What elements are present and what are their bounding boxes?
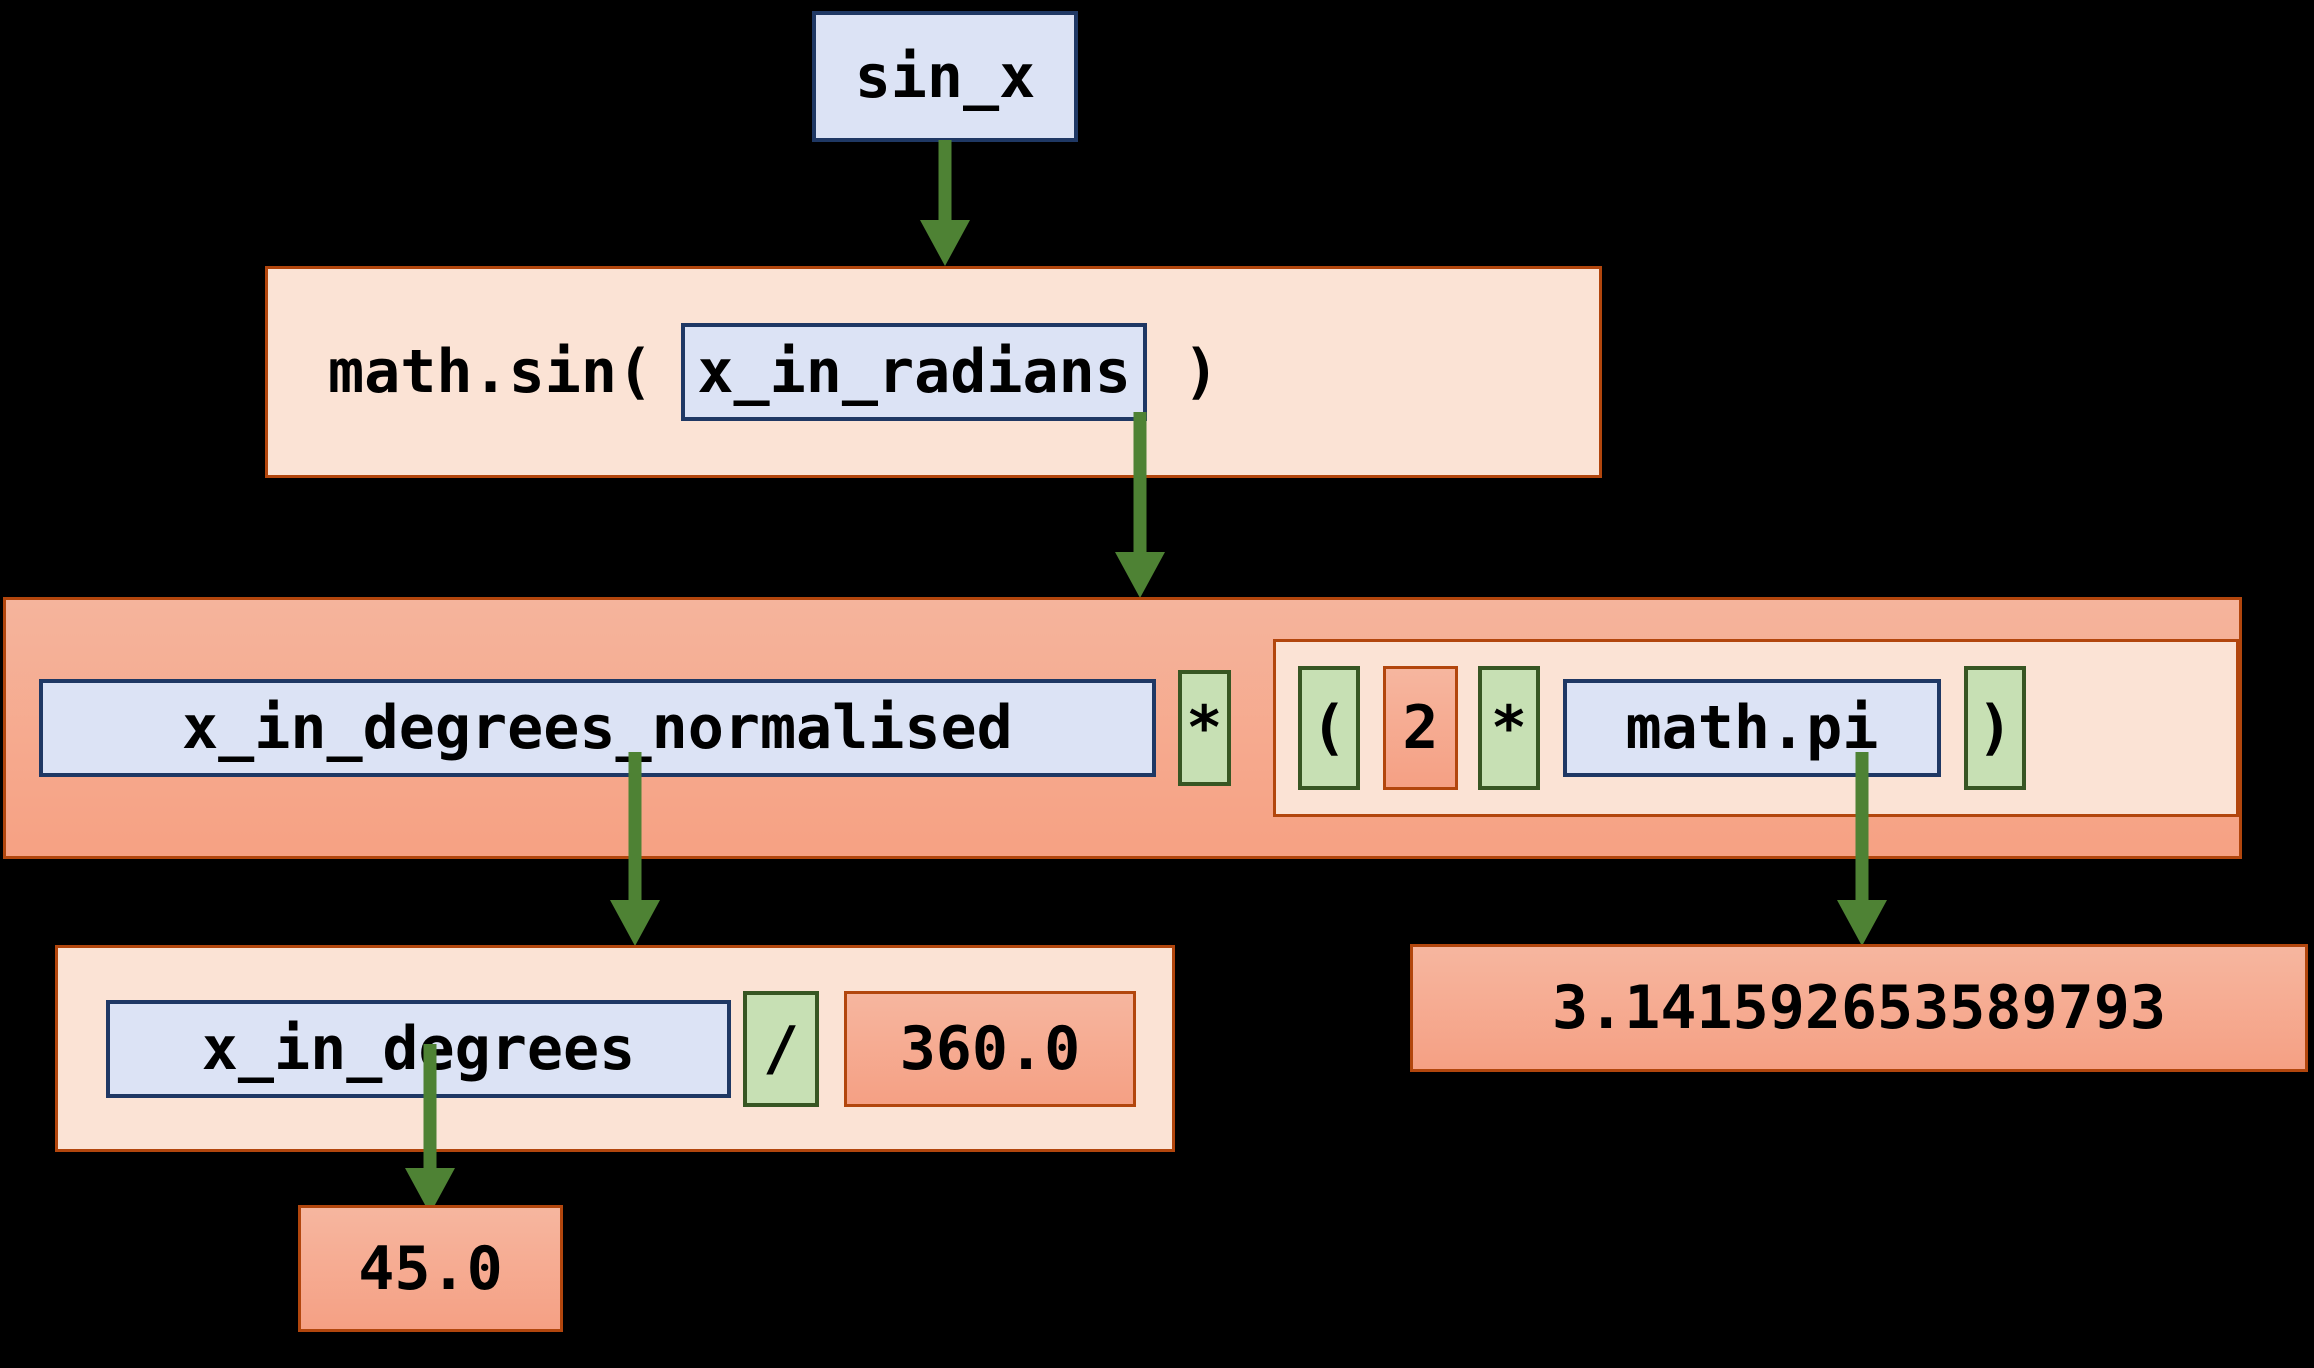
node-sin-x[interactable]: sin_x bbox=[812, 11, 1078, 142]
edge-degrees-to-value bbox=[390, 1044, 470, 1216]
edge-normalised-to-division bbox=[595, 752, 675, 948]
math-sin-prefix-label: math.sin( bbox=[328, 337, 654, 407]
node-x-in-radians[interactable]: x_in_radians bbox=[681, 323, 1148, 421]
node-x-in-radians-label: x_in_radians bbox=[697, 337, 1131, 407]
node-literal-360[interactable]: 360.0 bbox=[844, 990, 1136, 1107]
edge-radians-to-normalised-expr bbox=[1100, 412, 1180, 600]
node-multiply-operator[interactable]: * bbox=[1177, 670, 1231, 786]
node-math-sin-call[interactable]: math.sin( x_in_radians ) bbox=[265, 266, 1602, 478]
node-multiply-operator-2[interactable]: * bbox=[1477, 666, 1540, 790]
node-divide-operator-label: / bbox=[762, 1013, 800, 1084]
node-math-pi-label: math.pi bbox=[1625, 693, 1879, 763]
node-multiply-operator-label: * bbox=[1186, 693, 1223, 763]
node-close-paren-label: ) bbox=[1976, 693, 2013, 763]
math-sin-suffix-label: ) bbox=[1183, 337, 1220, 407]
node-pi-value[interactable]: 3.141592653589793 bbox=[1410, 944, 2308, 1072]
node-open-paren[interactable]: ( bbox=[1297, 666, 1360, 790]
node-literal-two[interactable]: 2 bbox=[1382, 666, 1458, 790]
node-x-in-degrees-normalised-label: x_in_degrees_normalised bbox=[181, 693, 1013, 763]
node-radians-expression[interactable]: x_in_degrees_normalised * ( 2 * math.pi … bbox=[3, 597, 2242, 859]
node-sin-x-label: sin_x bbox=[854, 41, 1036, 112]
node-degrees-value[interactable]: 45.0 bbox=[298, 1205, 563, 1332]
node-divide-operator[interactable]: / bbox=[743, 990, 819, 1107]
node-open-paren-label: ( bbox=[1310, 693, 1347, 763]
node-degrees-division-expression[interactable]: x_in_degrees / 360.0 bbox=[55, 945, 1175, 1152]
node-pi-value-label: 3.141592653589793 bbox=[1551, 973, 2167, 1043]
node-two-pi-group[interactable]: ( 2 * math.pi ) bbox=[1272, 639, 2239, 817]
node-close-paren[interactable]: ) bbox=[1963, 666, 2026, 790]
node-degrees-value-label: 45.0 bbox=[358, 1233, 503, 1304]
node-literal-360-label: 360.0 bbox=[899, 1013, 1081, 1084]
edge-sinx-to-mathsin bbox=[905, 140, 985, 268]
node-multiply-operator-2-label: * bbox=[1490, 693, 1527, 763]
node-literal-two-label: 2 bbox=[1402, 693, 1439, 763]
edge-mathpi-to-value bbox=[1822, 752, 1902, 948]
